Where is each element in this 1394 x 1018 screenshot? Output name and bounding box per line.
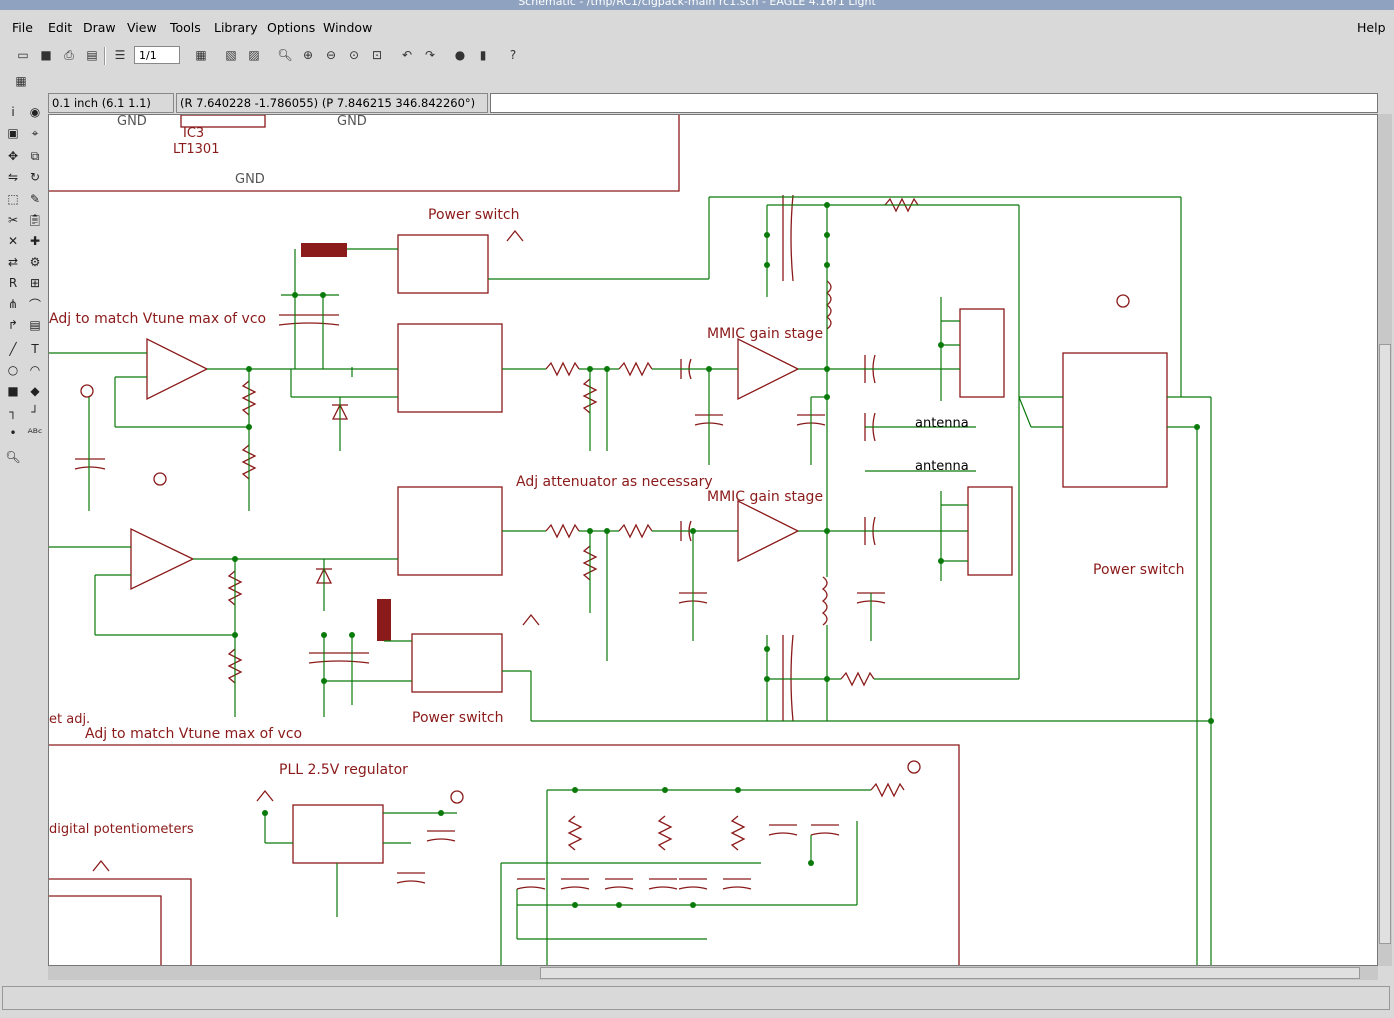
display-icon[interactable]: ▣ — [7, 126, 19, 140]
label-adj-atten: Adj attenuator as necessary — [516, 474, 713, 490]
arc-icon[interactable]: ◠ — [29, 363, 41, 377]
smash-icon[interactable]: ⊞ — [29, 276, 41, 290]
label-antenna-1: antenna — [915, 416, 969, 431]
schematic-canvas[interactable]: Power switch Adj to match Vtune max of v… — [48, 114, 1378, 966]
horizontal-scroll-thumb[interactable] — [540, 967, 1360, 979]
label-icon[interactable]: ᴬᴮᶜ — [27, 426, 43, 440]
copy-icon[interactable]: ⧉ — [30, 148, 40, 163]
command-line-input[interactable] — [490, 93, 1378, 113]
value-icon[interactable]: R — [8, 276, 18, 290]
replace-icon[interactable]: ⇄ — [7, 255, 19, 269]
menu-edit[interactable]: Edit — [48, 20, 73, 35]
sheet-select[interactable]: 1/1 — [134, 46, 180, 64]
label-mmic-1: MMIC gain stage — [707, 326, 823, 342]
show-icon[interactable]: ◉ — [29, 105, 41, 119]
name-icon[interactable]: ⚙ — [29, 255, 41, 269]
label-adj-vco-1: Adj to match Vtune max of vco — [49, 311, 266, 327]
bus-icon[interactable]: ┐ — [9, 405, 17, 419]
zoom-in-icon[interactable]: ⊕ — [302, 48, 314, 62]
script-icon[interactable]: ☰ — [114, 48, 126, 62]
undo-icon[interactable]: ↶ — [401, 48, 413, 62]
move-icon[interactable]: ✥ — [7, 149, 19, 163]
help-icon[interactable]: ? — [509, 48, 517, 62]
schematic-text-0: GND — [117, 115, 147, 129]
label-power-switch-1: Power switch — [428, 207, 519, 223]
zoom-select-icon[interactable]: ⊡ — [371, 48, 383, 62]
label-et-adj: et adj. — [49, 712, 90, 727]
mark-icon[interactable]: ⌖ — [31, 125, 39, 140]
add-icon[interactable]: ✚ — [29, 234, 41, 248]
ulp-icon[interactable]: ▨ — [248, 48, 260, 62]
schematic-text-2: IC3 — [183, 126, 204, 141]
save-icon[interactable]: ■ — [40, 48, 52, 62]
schematic-text-3: LT1301 — [173, 142, 219, 157]
redo-icon[interactable]: ↷ — [424, 48, 436, 62]
grid-field: 0.1 inch (6.1 1.1) — [48, 93, 174, 113]
zoom-out-icon[interactable]: ⊖ — [325, 48, 337, 62]
grid-icon[interactable]: ▦ — [15, 74, 27, 88]
menu-file[interactable]: File — [12, 20, 33, 35]
invoke-icon[interactable]: ↱ — [7, 318, 19, 332]
text-icon[interactable]: T — [31, 342, 39, 356]
split-icon[interactable]: ⋔ — [7, 297, 19, 311]
vertical-scroll-thumb[interactable] — [1379, 344, 1391, 944]
rotate-icon[interactable]: ↻ — [29, 170, 41, 184]
polygon-icon[interactable]: ◆ — [30, 384, 40, 398]
board-icon[interactable]: ▦ — [195, 48, 207, 62]
paste-icon[interactable]: 📋︎ — [27, 213, 43, 227]
info-icon[interactable]: i — [11, 105, 15, 119]
label-power-switch-3: Power switch — [1093, 562, 1184, 578]
change-icon[interactable]: ✎ — [29, 192, 41, 206]
toolbar-separator — [104, 47, 106, 65]
go-icon[interactable]: ▮ — [479, 48, 487, 62]
wire-icon[interactable]: ╱ — [9, 342, 17, 356]
menu-view[interactable]: View — [127, 20, 157, 35]
status-bar — [2, 986, 1390, 1010]
circle-icon[interactable]: ○ — [7, 363, 19, 377]
label-digital-pots: digital potentiometers — [49, 822, 194, 837]
cut-icon[interactable]: ✂ — [7, 213, 19, 227]
mirror-icon[interactable]: ⇋ — [7, 170, 19, 184]
schematic-drawing: Power switch Adj to match Vtune max of v… — [49, 115, 1214, 965]
label-bus-icon[interactable]: ▤ — [29, 318, 41, 332]
menu-draw[interactable]: Draw — [83, 20, 116, 35]
erc-icon[interactable]: 🔍︎ — [5, 450, 21, 464]
label-antenna-2: antenna — [915, 459, 969, 474]
parameter-toolbar: ▦ — [0, 70, 1394, 92]
net-icon[interactable]: ┘ — [31, 405, 39, 419]
zoom-fit-icon[interactable]: 🔍︎ — [277, 48, 293, 62]
menu-tools[interactable]: Tools — [170, 20, 201, 35]
delete-icon[interactable]: ✕ — [7, 234, 19, 248]
label-pll-regulator: PLL 2.5V regulator — [279, 762, 408, 778]
title-bar: Schematic - /tmp/RC1/cigpack-main rc1.sc… — [0, 0, 1394, 10]
miter-icon[interactable]: ⌒ — [28, 297, 41, 312]
ferrite-bead-l10 — [301, 243, 347, 257]
label-adj-vco-2: Adj to match Vtune max of vco — [85, 726, 302, 742]
menu-window[interactable]: Window — [323, 20, 373, 35]
print-icon[interactable]: ⎙ — [64, 47, 74, 62]
schematic-text-4: GND — [235, 172, 265, 187]
window-title: Schematic - /tmp/RC1/cigpack-main rc1.sc… — [518, 0, 876, 8]
stop-icon[interactable]: ● — [454, 48, 466, 62]
menu-options[interactable]: Options — [267, 20, 316, 35]
menu-library[interactable]: Library — [214, 20, 258, 35]
junction-icon[interactable]: • — [9, 426, 17, 440]
label-power-switch-2: Power switch — [412, 710, 503, 726]
menu-bar: File Edit Draw View Tools Library Option… — [0, 14, 1394, 42]
ferrite-bead-l9 — [377, 599, 391, 641]
script-run-icon[interactable]: ▧ — [225, 48, 237, 62]
label-mmic-2: MMIC gain stage — [707, 489, 823, 505]
coordinate-display: (R 7.640228 -1.786055) (P 7.846215 346.8… — [176, 93, 488, 113]
open-icon[interactable]: ▭ — [17, 48, 29, 62]
rect-icon[interactable]: ■ — [7, 384, 19, 398]
redraw-icon[interactable]: ⊙ — [348, 48, 360, 62]
cam-icon[interactable]: ▤ — [86, 48, 98, 62]
schematic-text-1: GND — [337, 115, 367, 129]
group-icon[interactable]: ⬚ — [7, 192, 19, 206]
menu-help[interactable]: Help — [1357, 20, 1386, 35]
